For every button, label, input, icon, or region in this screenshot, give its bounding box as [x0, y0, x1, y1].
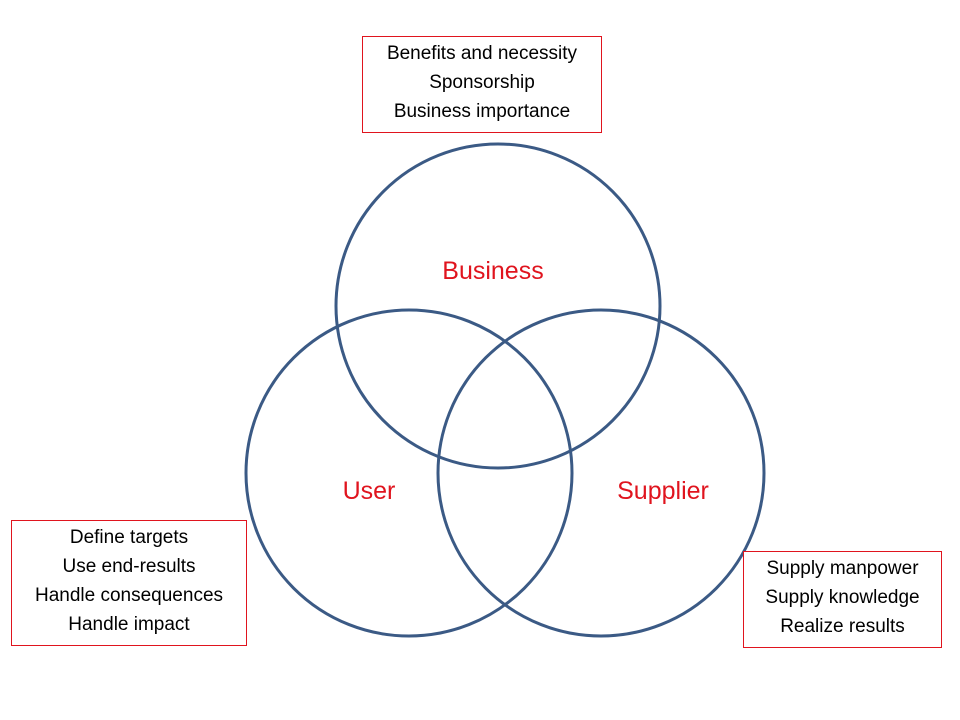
business-label: Business — [442, 257, 544, 285]
user-note-line: Use end-results — [62, 556, 196, 577]
user-note-line: Handle consequences — [34, 585, 224, 606]
user-note-line: Define targets — [69, 527, 189, 548]
business-note-line: Business importance — [393, 101, 571, 122]
user-note-box: Define targets Use end-results Handle co… — [11, 520, 247, 646]
business-note-line: Benefits and necessity — [386, 43, 578, 64]
business-note-line: Sponsorship — [429, 72, 535, 93]
user-note-line: Handle impact — [68, 614, 190, 635]
business-note-box: Benefits and necessity Sponsorship Busin… — [362, 36, 602, 133]
business-circle — [334, 142, 662, 470]
user-label: User — [342, 477, 396, 505]
supplier-label: Supplier — [617, 477, 709, 505]
supplier-note-line: Supply knowledge — [765, 587, 920, 608]
supplier-note-box: Supply manpower Supply knowledge Realize… — [743, 551, 942, 648]
user-circle — [244, 308, 574, 638]
supplier-circle — [436, 308, 766, 638]
supplier-note-line: Realize results — [780, 616, 905, 637]
supplier-note-line: Supply manpower — [766, 558, 919, 579]
